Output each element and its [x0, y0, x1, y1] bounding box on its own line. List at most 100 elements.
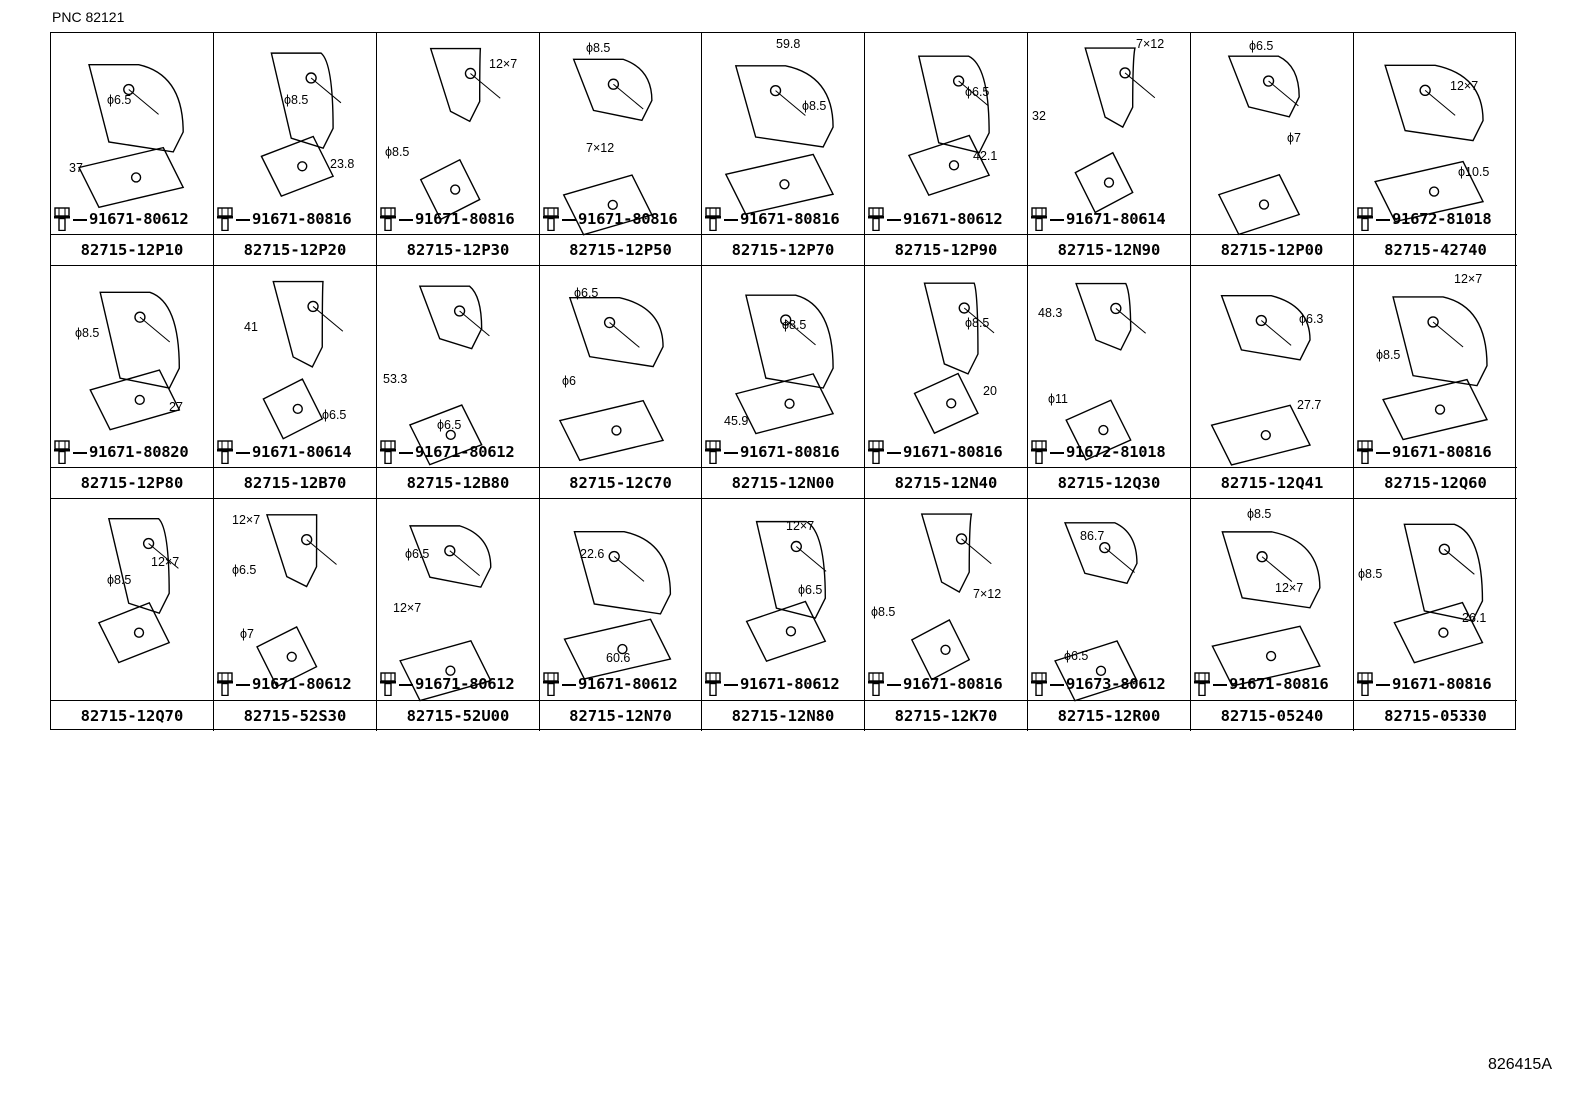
- pnc-label: PNC 82121: [52, 9, 125, 25]
- mounting-hole: [450, 184, 461, 195]
- bolt-icon: [380, 672, 396, 696]
- bracket-outline: [418, 285, 483, 350]
- part-number-label: 82715-12C70: [540, 467, 701, 498]
- part-number-label: 82715-12P50: [540, 234, 701, 265]
- mounting-hole: [952, 75, 965, 87]
- bracket-outline: [745, 600, 827, 662]
- mounting-hole: [1434, 404, 1446, 415]
- mounting-hole: [1256, 551, 1268, 563]
- dimension-label: ϕ6.5: [322, 408, 347, 422]
- leader-line: [1260, 320, 1292, 346]
- leader-line: [1444, 548, 1475, 575]
- dimension-label: ϕ6.5: [965, 85, 990, 99]
- dimension-label: 48.3: [1038, 306, 1063, 320]
- mounting-hole: [608, 550, 620, 563]
- dimension-label: 22.6: [580, 547, 605, 561]
- bolt-part-number: 91671-80612: [399, 443, 515, 461]
- part-number-label: 82715-05330: [1354, 700, 1517, 731]
- leader-line: [128, 89, 159, 115]
- mounting-hole: [611, 425, 622, 436]
- bolt-part-number: 91671-80816: [236, 210, 352, 228]
- dimension-label: ϕ6.5: [405, 547, 430, 561]
- bracket-outline: [107, 517, 170, 615]
- part-number-label: 82715-12Q30: [1028, 467, 1190, 498]
- part-number-label: 82715-12P10: [51, 234, 213, 265]
- leader-line: [139, 316, 171, 343]
- mounting-hole: [617, 643, 628, 655]
- bracket-drawing: [97, 517, 179, 664]
- dimension-label: ϕ8.5: [1358, 567, 1383, 581]
- leader-line: [963, 307, 995, 334]
- leader-line: [148, 543, 179, 569]
- dimension-label: 7×12: [586, 141, 615, 155]
- leader-line: [449, 550, 480, 576]
- bolt-part-number: 91671-80612: [399, 675, 515, 693]
- mounting-hole: [301, 533, 313, 546]
- mounting-hole: [940, 644, 951, 655]
- bracket-drawing: [1074, 47, 1156, 214]
- mounting-hole: [784, 398, 795, 409]
- bracket-drawing: [262, 280, 344, 440]
- leader-line: [609, 322, 640, 348]
- bracket-drawing: [1382, 296, 1489, 441]
- bracket-drawing: [907, 55, 991, 196]
- bolt-icon: [1031, 672, 1047, 696]
- dimension-label: ϕ8.5: [385, 145, 410, 159]
- bolt-icon: [1194, 672, 1210, 696]
- mounting-hole: [1419, 84, 1431, 97]
- leader-line: [1432, 321, 1464, 348]
- part-number-label: 82715-12N90: [1028, 234, 1190, 265]
- mounting-hole: [297, 161, 308, 172]
- mounting-hole: [1255, 314, 1267, 327]
- part-number-label: 82715-12Q70: [51, 700, 213, 731]
- bolt-part-number: 91671-80816: [1213, 675, 1329, 693]
- leader-line: [1115, 308, 1146, 334]
- bracket-drawing: [78, 63, 185, 209]
- part-number-label: 82715-42740: [1354, 234, 1517, 265]
- bracket-drawing: [563, 530, 672, 680]
- mounting-hole: [130, 172, 142, 183]
- bracket-drawing: [408, 285, 490, 466]
- leader-line: [961, 538, 992, 565]
- part-number-label: 82715-12B80: [377, 467, 539, 498]
- mounting-hole: [1428, 186, 1440, 197]
- mounting-hole: [134, 311, 146, 323]
- dimension-label: ϕ8.5: [782, 318, 807, 332]
- dimension-label: 12×7: [1454, 272, 1483, 286]
- mounting-hole: [607, 199, 618, 211]
- bracket-outline: [270, 52, 334, 150]
- leader-line: [1268, 80, 1299, 107]
- bolt-icon: [543, 672, 559, 696]
- dimension-label: ϕ8.5: [1247, 507, 1272, 521]
- bolt-part-number: 91671-80816: [724, 210, 840, 228]
- bracket-drawing: [910, 513, 992, 681]
- part-number-label: 82715-52U00: [377, 700, 539, 731]
- bolt-icon: [1031, 440, 1047, 464]
- bracket-outline: [910, 619, 971, 681]
- dimension-label: 12×7: [151, 555, 180, 569]
- mounting-hole: [780, 314, 792, 326]
- leader-line: [310, 77, 342, 104]
- bracket-outline: [734, 65, 834, 148]
- bracket-outline: [78, 146, 185, 209]
- bracket-drawing: [260, 52, 342, 197]
- bolt-icon: [380, 440, 396, 464]
- bolt-icon: [54, 207, 70, 231]
- bolt-part-number: 91672-81018: [1050, 443, 1166, 461]
- bracket-drawing: [913, 282, 995, 435]
- figure-code: 826415A: [1487, 1056, 1552, 1073]
- dimension-label: ϕ8.5: [871, 605, 896, 619]
- bolt-part-number: 91671-80816: [1376, 443, 1492, 461]
- mounting-hole: [292, 403, 303, 415]
- bolt-icon: [543, 207, 559, 231]
